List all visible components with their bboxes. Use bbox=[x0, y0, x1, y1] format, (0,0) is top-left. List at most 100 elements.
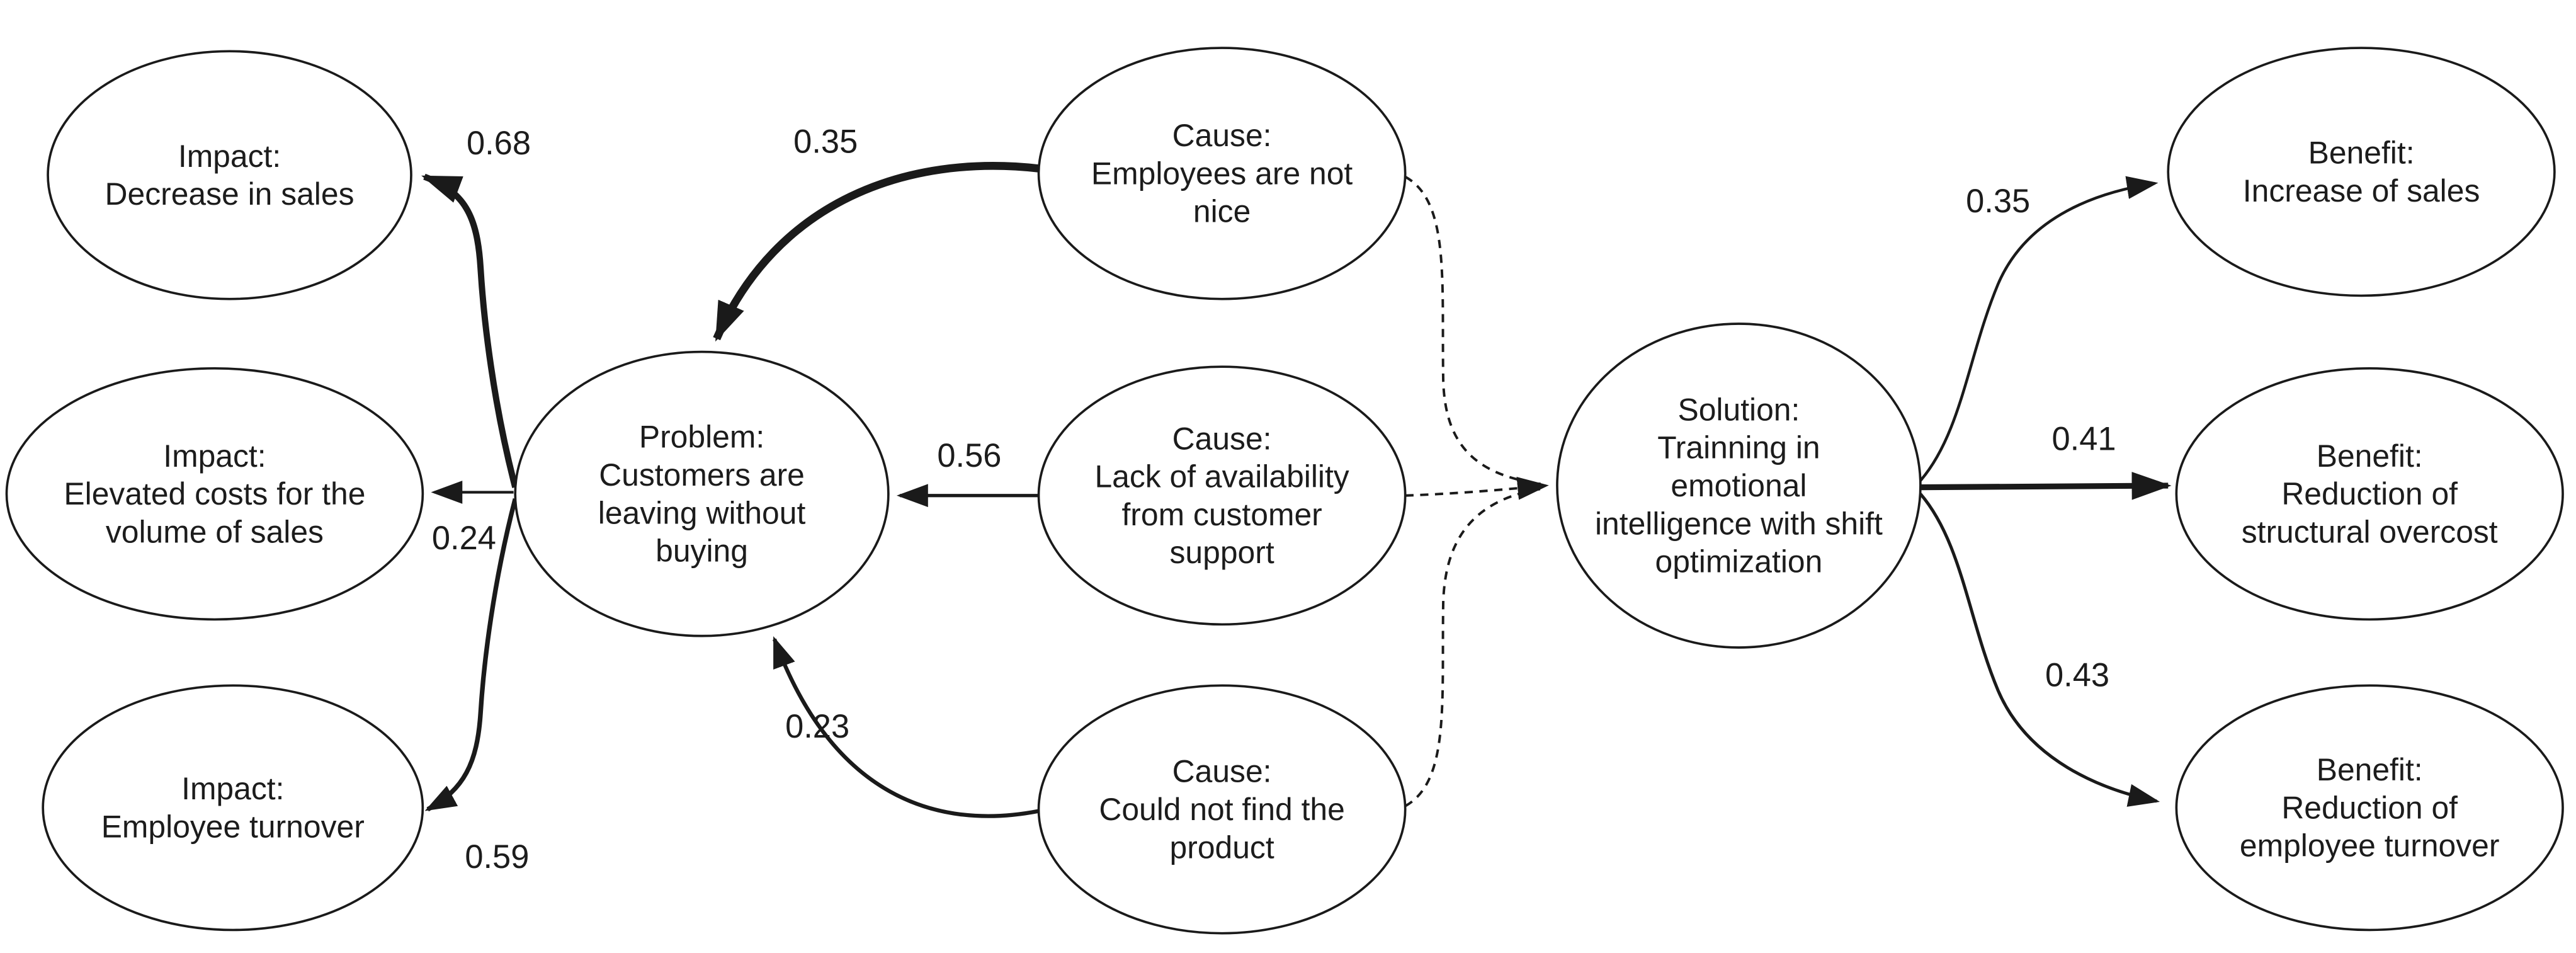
edge-solution-to-benefit-turnover[interactable]: 0.43 bbox=[1919, 493, 2160, 807]
edge-cause-product-to-solution[interactable] bbox=[1404, 488, 1541, 807]
cause-lack-availability-label-line-1: Lack of availability bbox=[1094, 459, 1349, 494]
cause-employees-not-nice-shape[interactable] bbox=[1037, 47, 1407, 300]
edge-cause-product-to-solution-line[interactable] bbox=[1404, 488, 1541, 807]
edge-cause-nice-to-problem-weight: 0.35 bbox=[793, 124, 858, 161]
benefit-reduction-overcost-label-line-0: Benefit: bbox=[2317, 438, 2423, 474]
solution-training-label-line-2: emotional bbox=[1671, 468, 1807, 503]
cause-could-not-find-label-line-1: Could not find the bbox=[1099, 792, 1344, 827]
impact-elevated-costs-label-line-1: Elevated costs for the bbox=[64, 476, 365, 511]
edge-problem-to-impact-turnover-line[interactable] bbox=[424, 498, 518, 812]
benefit-reduction-overcost-label-line-1: Reduction of bbox=[2281, 476, 2458, 511]
edge-problem-to-impact-turnover[interactable]: 0.59 bbox=[424, 498, 529, 876]
solution-training-label-line-4: optimization bbox=[1655, 544, 1823, 579]
benefit-reduction-turnover-label-line-1: Reduction of bbox=[2281, 790, 2458, 825]
cause-could-not-find-shape[interactable] bbox=[1037, 684, 1407, 935]
edge-solution-to-benefit-overcost-line[interactable] bbox=[1920, 472, 2172, 500]
benefit-increase-sales-shape[interactable] bbox=[2167, 47, 2556, 297]
problem-customers-leaving-label-line-1: Customers are bbox=[599, 457, 805, 493]
edge-cause-product-to-problem[interactable]: 0.23 bbox=[772, 636, 1040, 818]
impact-elevated-costs-label-line-2: volume of sales bbox=[106, 514, 324, 549]
problem-customers-leaving-shape[interactable] bbox=[514, 350, 890, 637]
node-benefit-increase-sales[interactable]: Benefit:Increase of sales bbox=[2167, 47, 2556, 297]
edge-solution-to-benefit-sales-weight: 0.35 bbox=[1966, 183, 2030, 220]
edge-cause-avail-to-problem[interactable]: 0.56 bbox=[896, 438, 1039, 508]
solution-training-label-line-3: intelligence with shift bbox=[1595, 506, 1883, 541]
impact-decrease-sales-label-line-1: Decrease in sales bbox=[105, 176, 355, 212]
impact-decrease-sales-shape[interactable] bbox=[47, 50, 412, 300]
node-impact-decrease-sales[interactable]: Impact:Decrease in sales bbox=[47, 50, 412, 300]
cause-employees-not-nice-label-line-2: nice bbox=[1193, 194, 1251, 229]
impact-elevated-costs-label-line-0: Impact: bbox=[163, 438, 266, 474]
edge-cause-avail-to-solution[interactable] bbox=[1405, 477, 1549, 500]
cause-employees-not-nice-label-line-1: Employees are not bbox=[1091, 156, 1353, 191]
benefit-reduction-turnover-label-line-0: Benefit: bbox=[2317, 752, 2423, 787]
solution-training-label-line-1: Trainning in bbox=[1657, 430, 1820, 465]
problem-customers-leaving-label-line-0: Problem: bbox=[639, 419, 764, 455]
problem-customers-leaving-label-line-2: leaving without bbox=[598, 495, 806, 530]
problem-customers-leaving-label-line-3: buying bbox=[655, 534, 748, 569]
benefit-increase-sales-label: Benefit:Increase of sales bbox=[2243, 135, 2480, 208]
impact-employee-turnover-label-line-1: Employee turnover bbox=[101, 809, 365, 845]
edge-problem-to-impact-sales-weight: 0.68 bbox=[467, 125, 531, 162]
edge-solution-to-benefit-sales-line[interactable] bbox=[1919, 176, 2159, 482]
edge-cause-avail-to-problem-weight: 0.56 bbox=[937, 438, 1001, 474]
cause-could-not-find-label-line-0: Cause: bbox=[1172, 754, 1272, 789]
edge-problem-to-impact-costs[interactable]: 0.24 bbox=[431, 481, 514, 557]
edge-problem-to-impact-sales-line[interactable] bbox=[421, 173, 519, 488]
impact-employee-turnover-label: Impact:Employee turnover bbox=[101, 771, 365, 844]
benefit-reduction-overcost-label-line-2: structural overcost bbox=[2242, 514, 2498, 549]
cause-lack-availability-label-line-0: Cause: bbox=[1172, 421, 1272, 456]
edge-solution-to-benefit-overcost-weight: 0.41 bbox=[2051, 421, 2116, 458]
edge-cause-product-to-problem-line[interactable] bbox=[772, 636, 1040, 818]
edge-cause-nice-to-problem-line[interactable] bbox=[713, 162, 1040, 342]
benefit-increase-sales-label-line-0: Benefit: bbox=[2308, 135, 2415, 171]
edge-problem-to-impact-costs-weight: 0.24 bbox=[432, 520, 496, 557]
edge-cause-nice-to-solution-line[interactable] bbox=[1404, 175, 1541, 486]
node-impact-employee-turnover[interactable]: Impact:Employee turnover bbox=[42, 684, 424, 932]
edge-solution-to-benefit-turnover-weight: 0.43 bbox=[2045, 658, 2109, 694]
cause-employees-not-nice-label-line-0: Cause: bbox=[1172, 118, 1272, 153]
benefit-increase-sales-label-line-1: Increase of sales bbox=[2243, 173, 2480, 208]
edge-cause-nice-to-problem[interactable]: 0.35 bbox=[713, 124, 1040, 342]
impact-decrease-sales-label: Impact:Decrease in sales bbox=[105, 139, 355, 212]
benefit-reduction-overcost-shape[interactable] bbox=[2175, 367, 2564, 621]
edge-solution-to-benefit-turnover-line[interactable] bbox=[1919, 493, 2160, 807]
edge-solution-to-benefit-sales[interactable]: 0.35 bbox=[1919, 176, 2159, 482]
impact-employee-turnover-label-line-0: Impact: bbox=[181, 771, 284, 806]
cause-could-not-find-label-line-2: product bbox=[1170, 830, 1274, 865]
benefit-reduction-turnover-label-line-2: employee turnover bbox=[2240, 828, 2500, 864]
edge-cause-avail-to-solution-line[interactable] bbox=[1405, 477, 1549, 500]
impact-employee-turnover-shape[interactable] bbox=[42, 684, 424, 932]
edges-layer: 0.68 0.240.59 0.35 0.56 0.23 0.35 0.41 0.43 bbox=[421, 124, 2172, 876]
edge-problem-to-impact-sales[interactable]: 0.68 bbox=[421, 125, 531, 488]
nodes-layer: Impact:Decrease in salesImpact:Elevated … bbox=[5, 47, 2564, 935]
edge-cause-product-to-problem-weight: 0.23 bbox=[785, 709, 849, 745]
cause-lack-availability-label-line-2: from customer bbox=[1121, 497, 1322, 532]
cause-lack-availability-shape[interactable] bbox=[1037, 365, 1407, 626]
cause-lack-availability-label-line-3: support bbox=[1170, 535, 1274, 570]
impact-elevated-costs-shape[interactable] bbox=[5, 367, 424, 621]
solution-training-shape[interactable] bbox=[1556, 322, 1922, 649]
edge-cause-nice-to-solution[interactable] bbox=[1404, 175, 1541, 486]
impact-decrease-sales-label-line-0: Impact: bbox=[178, 139, 281, 174]
benefit-reduction-turnover-shape[interactable] bbox=[2175, 684, 2564, 932]
edge-solution-to-benefit-overcost[interactable]: 0.41 bbox=[1920, 421, 2172, 500]
